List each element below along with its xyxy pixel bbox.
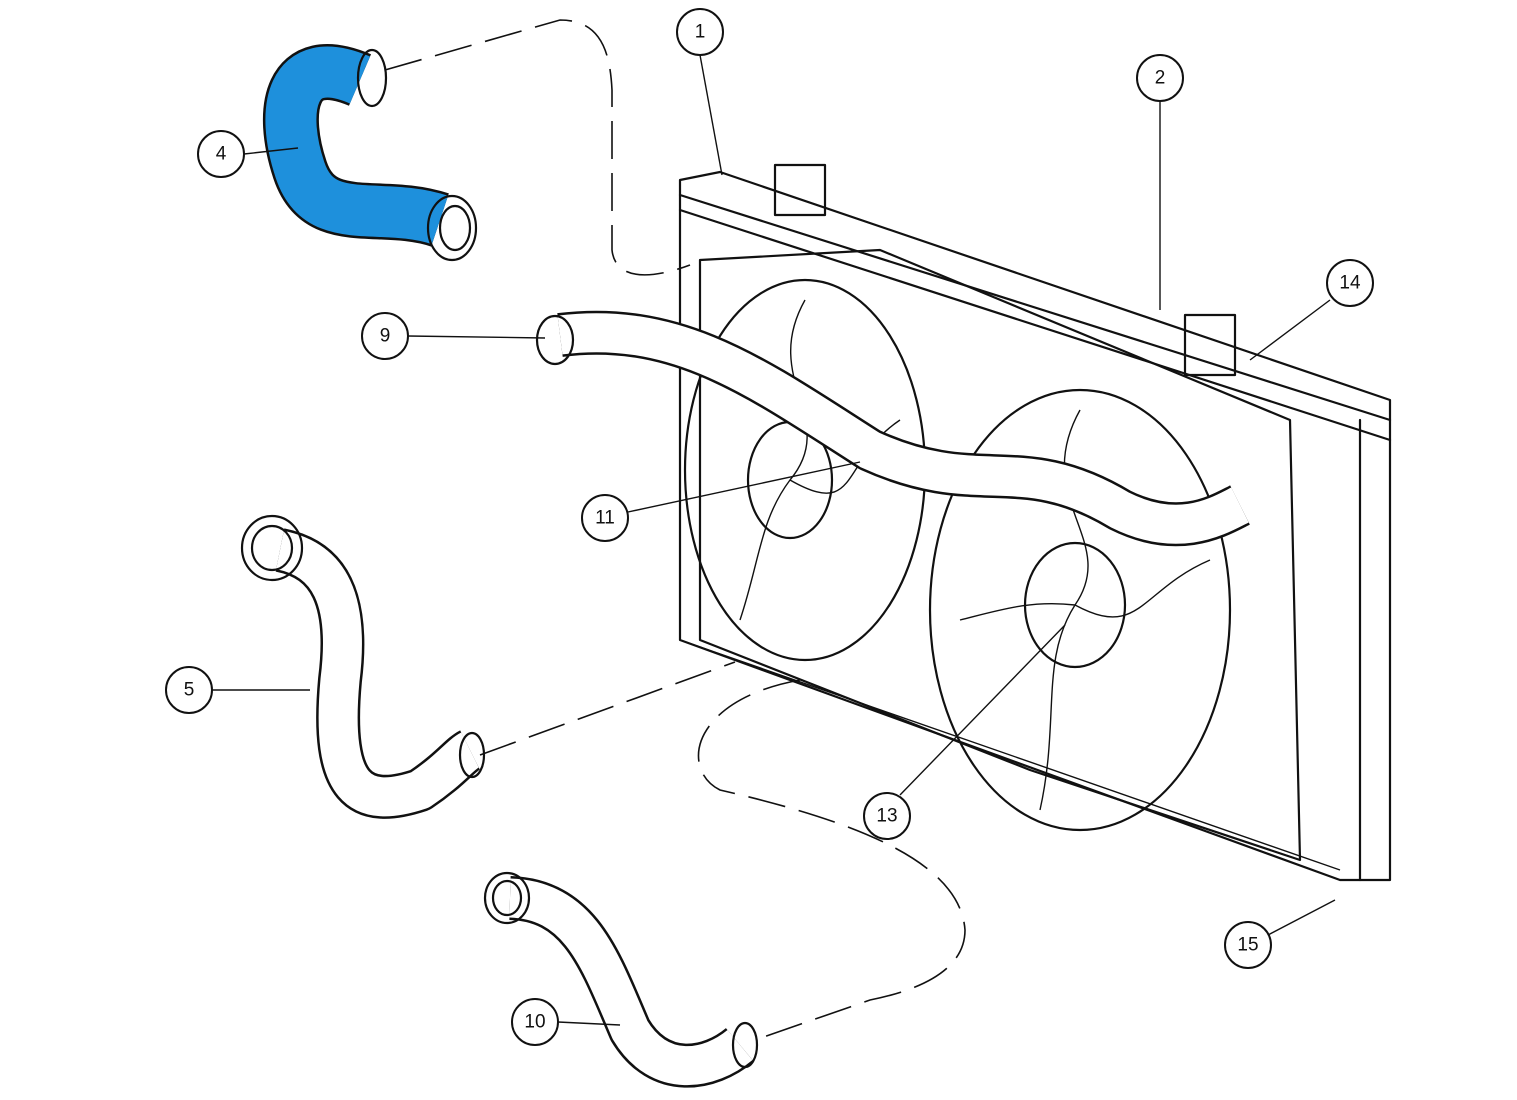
svg-text:9: 9 bbox=[380, 326, 391, 347]
svg-text:10: 10 bbox=[524, 1012, 545, 1033]
svg-text:15: 15 bbox=[1237, 935, 1258, 956]
hose-5 bbox=[240, 514, 486, 819]
callout-9: 9 bbox=[361, 312, 409, 360]
callout-15: 15 bbox=[1224, 921, 1272, 969]
callout-5: 5 bbox=[165, 666, 213, 714]
leader-lines bbox=[212, 54, 1336, 1026]
callout-2: 2 bbox=[1136, 54, 1184, 102]
hose-4-highlighted bbox=[262, 44, 478, 262]
svg-text:1: 1 bbox=[695, 22, 706, 43]
routing-line bbox=[697, 679, 966, 1041]
right-fan bbox=[928, 388, 1232, 832]
svg-text:14: 14 bbox=[1339, 273, 1361, 294]
hose-upper-cross bbox=[535, 310, 1250, 547]
routing-line bbox=[479, 661, 736, 756]
hose-10 bbox=[483, 871, 759, 1088]
callout-10: 10 bbox=[511, 998, 559, 1046]
radiator bbox=[678, 163, 1392, 882]
callout-13: 13 bbox=[863, 792, 911, 840]
fan-shroud bbox=[683, 248, 1302, 862]
svg-text:4: 4 bbox=[216, 144, 227, 165]
svg-text:13: 13 bbox=[876, 806, 897, 827]
callout-11: 11 bbox=[581, 494, 629, 542]
routing-line bbox=[384, 19, 691, 276]
callout-1: 1 bbox=[676, 8, 724, 56]
callout-4: 4 bbox=[197, 130, 245, 178]
svg-text:11: 11 bbox=[595, 508, 615, 529]
callout-14: 14 bbox=[1326, 259, 1374, 307]
svg-text:2: 2 bbox=[1155, 68, 1166, 89]
svg-text:5: 5 bbox=[184, 680, 195, 701]
